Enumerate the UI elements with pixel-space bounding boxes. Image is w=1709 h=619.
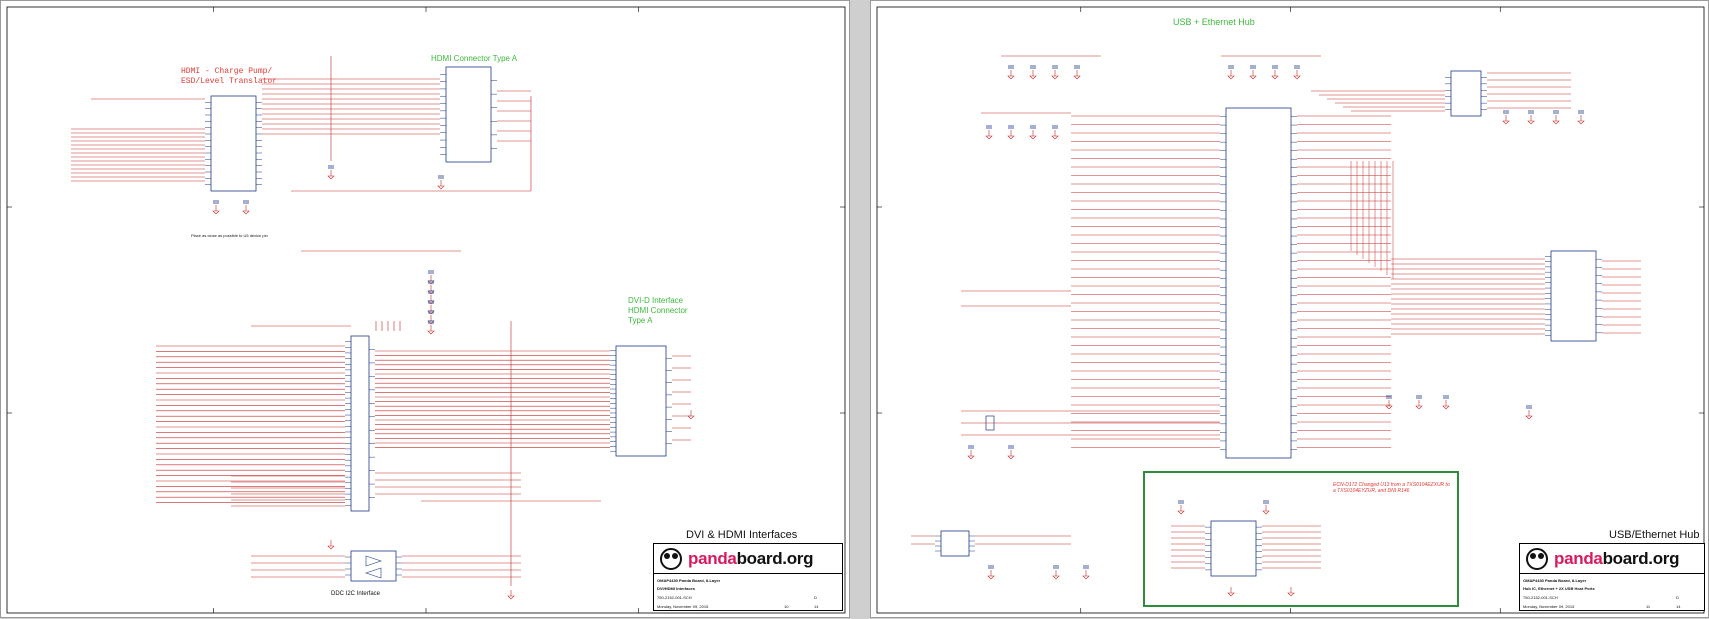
ground-symbol bbox=[1029, 75, 1037, 80]
ground-symbol bbox=[427, 310, 435, 315]
panda-icon bbox=[1526, 547, 1548, 570]
schematic-sheet-usb-ethernet: USB + Ethernet Hub ECN-D172 Changed U13 … bbox=[870, 0, 1709, 618]
ground-symbol bbox=[1442, 405, 1450, 410]
usb-ethernet-hub-header: USB + Ethernet Hub bbox=[1173, 17, 1255, 27]
ground-symbol bbox=[1525, 415, 1533, 420]
ground-symbol bbox=[1527, 120, 1535, 125]
ground-symbol bbox=[985, 135, 993, 140]
title-block-project: OMAP4430 Panda Board, 8-Layer bbox=[1523, 578, 1587, 583]
place-note: Place as close as possible to U5 device … bbox=[191, 233, 268, 238]
schematic-drawing-usb-ethernet bbox=[876, 6, 1705, 614]
ground-symbol bbox=[427, 290, 435, 295]
ic-body bbox=[445, 66, 492, 163]
panda-icon bbox=[660, 547, 682, 570]
sheet-title: DVI & HDMI Interfaces bbox=[686, 529, 798, 541]
title-block-doc-no: 750-2152-001-SCH bbox=[1523, 595, 1558, 600]
sheet-border bbox=[6, 6, 846, 614]
ground-symbol bbox=[1287, 592, 1295, 597]
ground-symbol bbox=[1227, 592, 1235, 597]
buffer-symbol bbox=[365, 567, 382, 579]
ground-symbol bbox=[1502, 120, 1510, 125]
title-block-doc-no: 750-2152-001-SCH bbox=[657, 595, 692, 600]
ic-body bbox=[1225, 107, 1292, 459]
logo-prefix: panda bbox=[1554, 548, 1603, 568]
ecn-note: ECN-D172 Changed U13 from a TXS0104EZXUR… bbox=[1333, 482, 1450, 494]
ic-body bbox=[350, 335, 370, 512]
title-block-sheet-name: DVI/HDMI Interfaces bbox=[657, 586, 696, 591]
ic-body bbox=[615, 345, 667, 457]
ground-symbol bbox=[427, 280, 435, 285]
title-block-sheet-name: Hub IC, Ethernet + 2X USB Host Ports bbox=[1523, 586, 1595, 591]
ground-symbol bbox=[1029, 135, 1037, 140]
ground-symbol bbox=[1249, 75, 1257, 80]
ground-symbol bbox=[242, 210, 250, 215]
hdmi-connector-label: HDMI Connector Type A bbox=[431, 54, 518, 63]
logo-prefix: panda bbox=[688, 548, 737, 568]
schematic-sheet-dvi-hdmi: HDMI - Charge Pump/ ESD/Level Translator… bbox=[0, 0, 850, 618]
ground-symbol bbox=[1073, 75, 1081, 80]
ground-symbol bbox=[987, 575, 995, 580]
ground-symbol bbox=[1415, 405, 1423, 410]
dvi-connector-label: DVI-D Interface HDMI Connector Type A bbox=[628, 296, 688, 325]
ground-symbol bbox=[1051, 135, 1059, 140]
title-block-rev: D bbox=[814, 595, 817, 600]
title-block-sheet-of: 14 bbox=[1676, 604, 1681, 609]
ic-body bbox=[1210, 520, 1257, 577]
hdmi-charge-pump-label: HDMI - Charge Pump/ ESD/Level Translator bbox=[181, 67, 278, 86]
pandaboard-logo: pandaboard.org bbox=[654, 544, 842, 574]
ground-symbol bbox=[507, 595, 515, 600]
ground-symbol bbox=[1007, 75, 1015, 80]
pandaboard-logo: pandaboard.org bbox=[1520, 544, 1704, 574]
ground-symbol bbox=[1051, 75, 1059, 80]
ground-symbol bbox=[212, 210, 220, 215]
logo-suffix: board.org bbox=[736, 548, 814, 568]
ground-symbol bbox=[327, 175, 335, 180]
ground-symbol bbox=[327, 545, 335, 550]
level-translator-box bbox=[1143, 471, 1459, 607]
title-block-sheet-no: 10 bbox=[784, 604, 789, 609]
ground-symbol bbox=[1577, 120, 1585, 125]
sheet-title: USB/Ethernet Hub bbox=[1609, 529, 1700, 541]
title-block-project: OMAP4430 Panda Board, 8-Layer bbox=[657, 578, 721, 583]
ground-symbol bbox=[1007, 135, 1015, 140]
ground-symbol bbox=[1007, 455, 1015, 460]
logo-suffix: board.org bbox=[1602, 548, 1680, 568]
ground-symbol bbox=[1552, 120, 1560, 125]
title-block-sheet-no: 11 bbox=[1646, 604, 1651, 609]
title-block-rev: D bbox=[1676, 595, 1679, 600]
ic-body bbox=[1550, 250, 1597, 342]
ic-body bbox=[940, 530, 970, 557]
ground-symbol bbox=[1293, 75, 1301, 80]
ground-symbol bbox=[427, 300, 435, 305]
ddc-interface-label: DDC I2C Interface bbox=[331, 591, 381, 597]
ground-symbol bbox=[1262, 510, 1270, 515]
title-block: pandaboard.org OMAP4430 Panda Board, 8-L… bbox=[1519, 543, 1705, 611]
title-block-date: Monday, November 09, 2015 bbox=[657, 604, 709, 609]
ground-symbol bbox=[1385, 405, 1393, 410]
title-block-sheet-of: 14 bbox=[814, 604, 819, 609]
ground-symbol bbox=[437, 185, 445, 190]
ground-symbol bbox=[1082, 575, 1090, 580]
ground-symbol bbox=[1271, 75, 1279, 80]
schematic-drawing-dvi-hdmi bbox=[6, 6, 846, 614]
ic-body bbox=[210, 95, 257, 192]
ground-symbol bbox=[1177, 510, 1185, 515]
buffer-symbol bbox=[365, 555, 382, 567]
ic-body bbox=[350, 550, 397, 582]
ic-body bbox=[1450, 70, 1482, 117]
title-block: pandaboard.org OMAP4430 Panda Board, 8-L… bbox=[653, 543, 843, 611]
ground-symbol bbox=[1052, 575, 1060, 580]
title-block-date: Monday, November 09, 2015 bbox=[1523, 604, 1575, 609]
ground-symbol bbox=[687, 415, 695, 420]
ground-symbol bbox=[427, 330, 435, 335]
ground-symbol bbox=[1227, 75, 1235, 80]
ground-symbol bbox=[967, 455, 975, 460]
ground-symbol bbox=[427, 320, 435, 325]
